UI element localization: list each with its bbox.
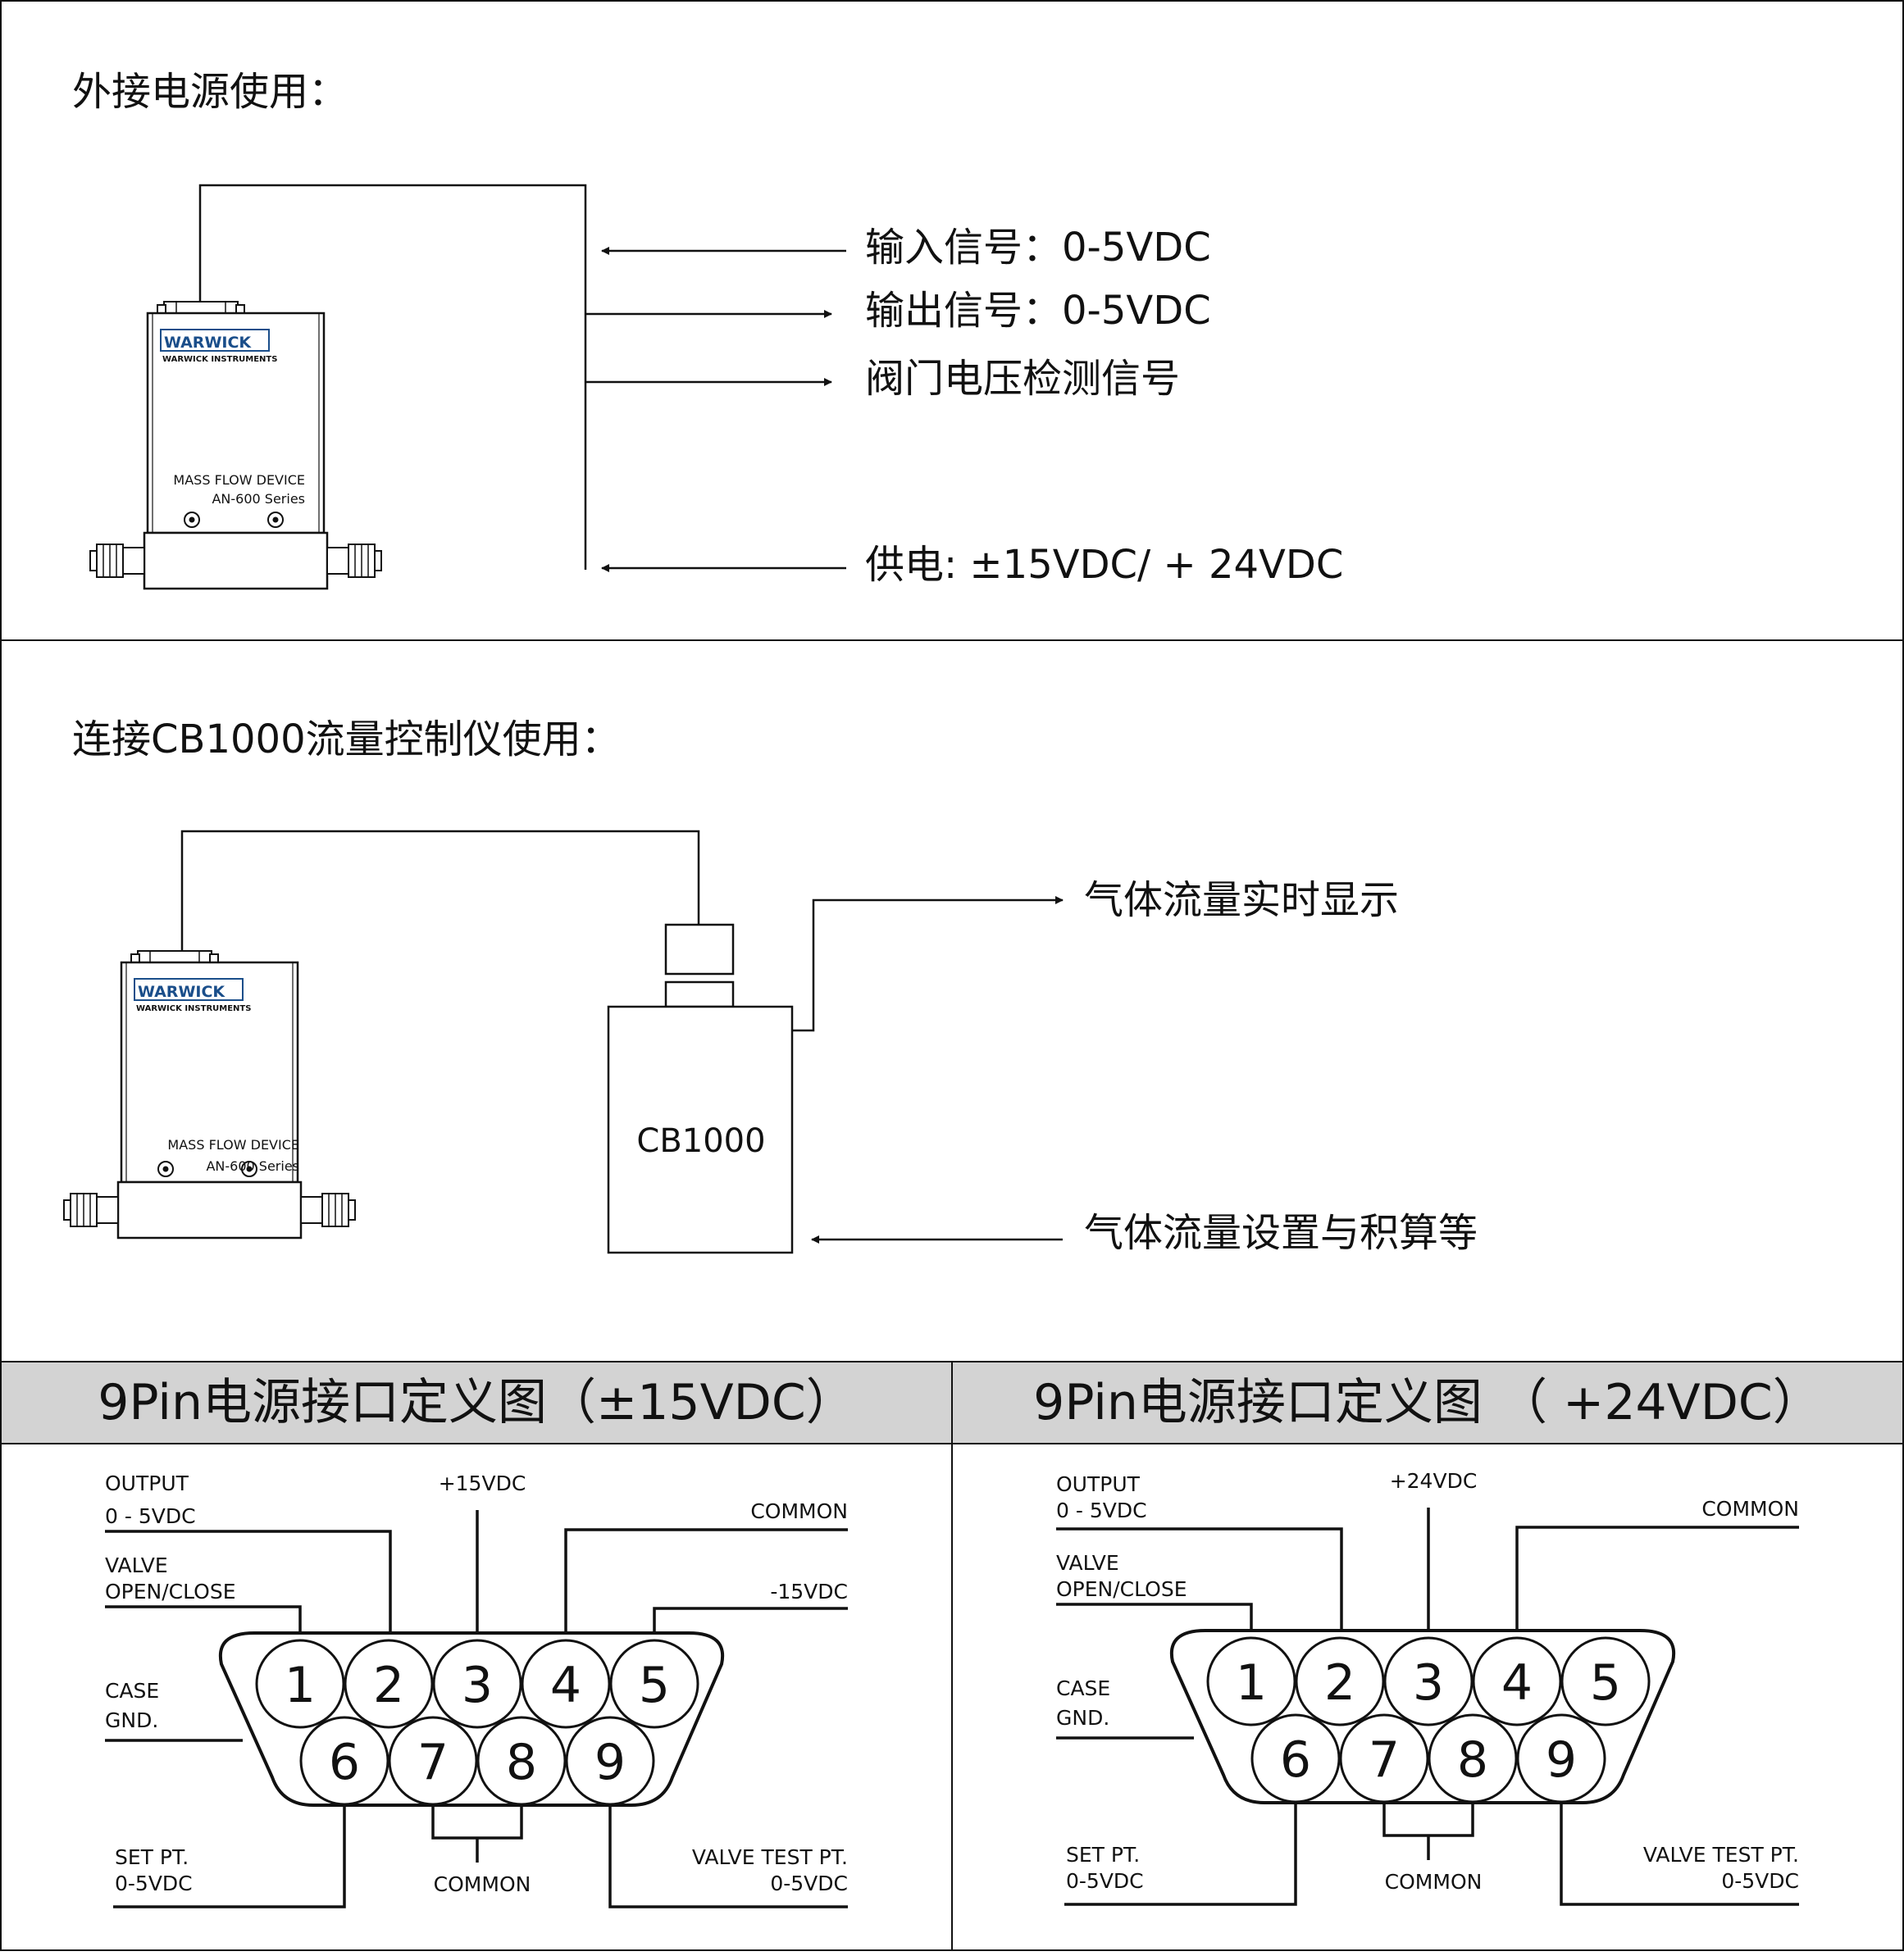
cb1000-label: CB1000	[636, 1122, 765, 1160]
left-pin-6: 6	[329, 1734, 360, 1791]
left-label-set-1: SET PT.	[115, 1845, 189, 1869]
right-pin-9: 9	[1546, 1731, 1577, 1789]
label-output-signal: 输出信号：0-5VDC	[865, 288, 1211, 334]
device-brand-sub-1: WARWICK INSTRUMENTS	[162, 355, 277, 364]
device-brand-sub-2: WARWICK INSTRUMENTS	[136, 1004, 251, 1013]
cable-2	[180, 830, 700, 951]
left-label-vt-2: 0-5VDC	[770, 1872, 848, 1895]
section1-title: 外接电源使用：	[72, 69, 348, 115]
device-model-line1-1: MASS FLOW DEVICE	[173, 472, 305, 488]
left-pin-7: 7	[417, 1734, 449, 1791]
right-pin-7: 7	[1369, 1731, 1400, 1789]
pin-right-title: 9Pin电源接口定义图 （ +24VDC）	[1033, 1374, 1822, 1431]
left-pin-4: 4	[550, 1657, 581, 1714]
right-label-output-2: 0 - 5VDC	[1056, 1499, 1147, 1522]
right-label-vt-1: VALVE TEST PT.	[1643, 1843, 1799, 1867]
right-pin-3: 3	[1413, 1654, 1444, 1712]
pinout-right: OUTPUT 0 - 5VDC VALVE OPEN/CLOSE CASE GN…	[1056, 1469, 1799, 1906]
left-label-vt-1: VALVE TEST PT.	[692, 1845, 848, 1869]
left-label-common-top: COMMON	[750, 1499, 848, 1523]
right-label-common-bottom: COMMON	[1385, 1870, 1483, 1894]
left-label-case-2: GND.	[105, 1708, 158, 1732]
label-display: 气体流量实时显示	[1084, 877, 1399, 923]
left-pin-9: 9	[594, 1734, 626, 1791]
pin-right-frame	[951, 1443, 1904, 1951]
right-label-vt-2: 0-5VDC	[1721, 1869, 1799, 1893]
label-power: 供电: ±15VDC/ + 24VDC	[865, 542, 1343, 588]
left-pin-1: 1	[285, 1657, 316, 1714]
left-label-supply: +15VDC	[439, 1472, 526, 1495]
device-brand-1: WARWICK	[164, 334, 252, 352]
right-pin-4: 4	[1501, 1654, 1533, 1712]
label-settings: 气体流量设置与积算等	[1084, 1210, 1478, 1256]
pinout-left: OUTPUT 0 - 5VDC VALVE OPEN/CLOSE CASE GN…	[105, 1472, 848, 1908]
cb1000-socket	[664, 980, 735, 1008]
pin-left-title: 9Pin电源接口定义图（±15VDC）	[98, 1374, 855, 1431]
right-pin-1: 1	[1236, 1654, 1267, 1712]
left-label-common-bottom: COMMON	[434, 1872, 531, 1896]
right-label-valve-1: VALVE	[1056, 1551, 1119, 1575]
device-brand-2: WARWICK	[138, 983, 225, 1001]
device-model-line1-2: MASS FLOW DEVICE	[167, 1137, 299, 1153]
right-label-supply: +24VDC	[1390, 1469, 1478, 1493]
cb1000-box	[607, 1005, 794, 1254]
left-pin-2: 2	[373, 1657, 404, 1714]
right-label-output-1: OUTPUT	[1056, 1472, 1141, 1496]
section2-title: 连接CB1000流量控制仪使用：	[72, 716, 621, 762]
left-label-output-1: OUTPUT	[105, 1472, 189, 1495]
right-label-common-top: COMMON	[1701, 1497, 1799, 1521]
left-label-valve-1: VALVE	[105, 1553, 168, 1577]
device-model-line2-2: AN-600 Series	[206, 1158, 299, 1174]
left-label-case-1: CASE	[105, 1679, 159, 1703]
right-pin-6: 6	[1280, 1731, 1311, 1789]
right-label-case-2: GND.	[1056, 1706, 1109, 1730]
right-pin-5: 5	[1590, 1654, 1621, 1712]
left-label-output-2: 0 - 5VDC	[105, 1504, 196, 1528]
left-pin-5: 5	[639, 1657, 670, 1714]
right-label-set-1: SET PT.	[1066, 1843, 1140, 1867]
right-pin-2: 2	[1324, 1654, 1355, 1712]
device-model-line2-1: AN-600 Series	[212, 491, 305, 507]
cb1000-plug	[664, 923, 735, 976]
right-label-case-1: CASE	[1056, 1676, 1110, 1700]
label-input-signal: 输入信号：0-5VDC	[865, 225, 1211, 271]
right-label-set-2: 0-5VDC	[1066, 1869, 1144, 1893]
left-pin-8: 8	[506, 1734, 537, 1791]
pin-left-header-bg	[0, 1361, 953, 1444]
cable-1	[198, 184, 587, 570]
pin-right-header-bg	[951, 1361, 1904, 1444]
right-label-valve-2: OPEN/CLOSE	[1056, 1577, 1187, 1601]
arrow-display	[792, 896, 1064, 1032]
left-label-neg: -15VDC	[770, 1580, 848, 1603]
label-valve-voltage: 阀门电压检测信号	[865, 356, 1180, 402]
left-label-set-2: 0-5VDC	[115, 1872, 193, 1895]
left-label-valve-2: OPEN/CLOSE	[105, 1580, 236, 1603]
left-pin-3: 3	[462, 1657, 493, 1714]
right-pin-8: 8	[1457, 1731, 1488, 1789]
